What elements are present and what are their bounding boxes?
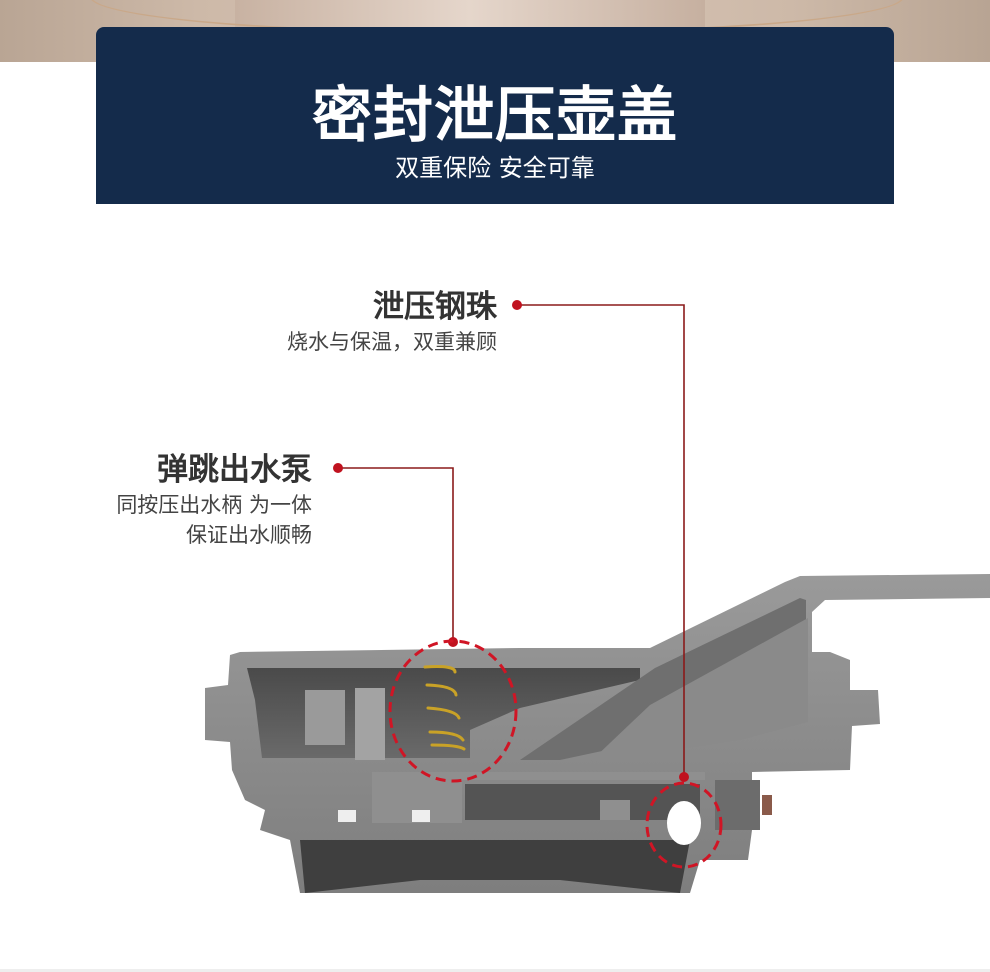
steel-ball [667,801,701,845]
callout-heading: 泄压钢珠 [373,289,497,325]
callout-pressure-ball: 泄压钢珠 烧水与保温，双重兼顾 [287,287,497,357]
callout-heading: 弹跳出水泵 [157,452,312,488]
callout-description: 保证出水顺畅 [186,523,312,547]
callout-pump: 弹跳出水泵 同按压出水柄 为一体 保证出水顺畅 [116,450,312,550]
callout-leaders [333,300,723,869]
callout-description: 同按压出水柄 为一体 [116,493,312,517]
highlight-circle-pump [388,639,518,783]
title-banner: 密封泄压壶盖 双重保险 安全可靠 [96,27,894,204]
callout-description: 烧水与保温，双重兼顾 [287,330,497,354]
lid-body [205,574,990,893]
divider [0,969,990,972]
spring-icon [423,665,466,751]
highlight-circle-ball [645,781,723,869]
banner-title: 密封泄压壶盖 [312,81,678,151]
banner-subtitle: 双重保险 安全可靠 [395,154,595,182]
